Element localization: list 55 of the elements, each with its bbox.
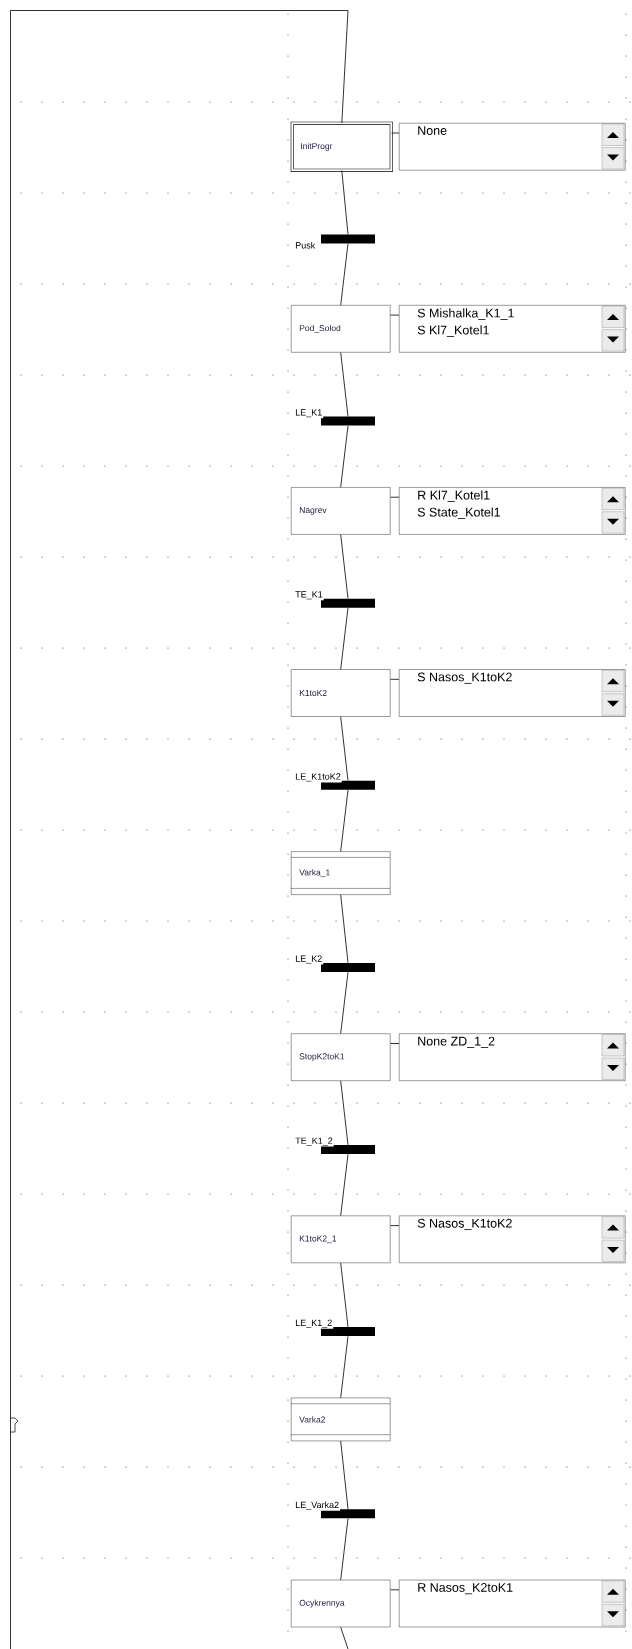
action-box: S Nasos_K1toK2 [399,669,626,717]
connector-line [340,1335,349,1399]
step-box: Pod_Solod [291,305,391,353]
connector-line [340,425,349,488]
initial-step-box: InitProgr [290,121,393,172]
step-box: StopK2toK1 [291,1033,391,1081]
transition-label: LE_K1_2 [294,1318,334,1329]
transition-label: LE_K1 [294,408,324,419]
transition-bar [321,1509,375,1519]
transition-bar [321,1145,375,1154]
transition-bar [321,234,375,244]
connector-line [340,716,349,781]
connector-line [340,1080,349,1146]
transition-label: LE_K2 [294,954,324,965]
action-link [390,1225,400,1226]
action-link [390,496,400,498]
action-box: S Nasos_K1toK2 [399,1215,626,1263]
step-box: K1toK2_1 [291,1215,391,1263]
macro-step-box: Varka_1 [290,851,391,895]
connector-line [340,1626,349,1649]
loop-back-line [10,10,349,1649]
connector-line [340,1440,349,1510]
connector-line [340,1262,349,1328]
action-link [391,132,400,134]
transition-label: Pusk [294,240,317,250]
connector-line [340,789,349,852]
transition-label: TE_K1_2 [294,1136,334,1147]
transition-label: TE_K1 [294,590,324,601]
macro-step-box: Varka2 [290,1397,391,1442]
connector-line [340,352,349,417]
action-link [390,314,400,316]
transition-bar [321,780,375,790]
action-link [390,1589,400,1591]
step-box: Ocykrennya [291,1579,391,1628]
action-link [390,678,400,680]
connector-line [340,894,349,964]
step-box: K1toK2 [291,669,391,717]
transition-label: LE_K1toK2 [294,772,342,783]
connector-line [340,607,349,670]
connector-line [340,534,349,599]
action-box: R Nasos_K2toK1 [399,1579,626,1628]
transition-bar [321,598,375,608]
connector-line [340,971,349,1034]
transition-bar [321,416,375,426]
connector-line [341,170,349,235]
transition-label: LE_Varka2 [294,1500,341,1511]
transition-bar [321,1327,375,1337]
step-box: Nagrev [291,487,391,535]
action-box: None ZD_1_2 [399,1033,626,1081]
action-link [390,1043,400,1044]
connector-line [340,1518,349,1581]
connector-line [340,243,349,306]
action-box: R Kl7_Kotel1 S State_Kotel1 [399,487,626,535]
transition-bar [321,962,375,972]
connector-line [340,1153,349,1216]
